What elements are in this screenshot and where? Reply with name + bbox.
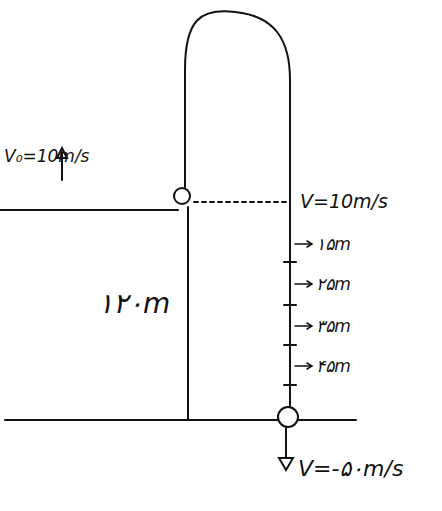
ball-top xyxy=(174,188,190,204)
final-velocity-label: V=-۵۰m/s xyxy=(298,458,403,480)
velocity-arrow-down-head xyxy=(279,458,293,470)
ground-line xyxy=(5,419,356,421)
tick-mark xyxy=(284,261,296,263)
ball-bottom xyxy=(278,407,298,427)
tick-mark xyxy=(284,304,296,306)
cliff-wall xyxy=(187,207,189,420)
distance-arrows xyxy=(295,241,312,369)
tick-mark xyxy=(284,384,296,386)
cliff-top-line xyxy=(0,209,178,211)
distance-label: ۳۵m xyxy=(316,318,351,335)
height-label: ۱۲۰m xyxy=(98,290,170,318)
distance-label: ۴۵m xyxy=(316,358,351,375)
level-dashed-line xyxy=(194,201,290,203)
initial-velocity-label: V₀=10m/s xyxy=(4,148,89,165)
trajectory-path xyxy=(185,11,290,408)
distance-label: ۲۵m xyxy=(316,276,351,293)
tick-mark xyxy=(284,344,296,346)
distance-label: ۱۵m xyxy=(316,236,351,253)
velocity-label: V=10m/s xyxy=(300,192,388,211)
velocity-arrow-down xyxy=(285,428,287,458)
